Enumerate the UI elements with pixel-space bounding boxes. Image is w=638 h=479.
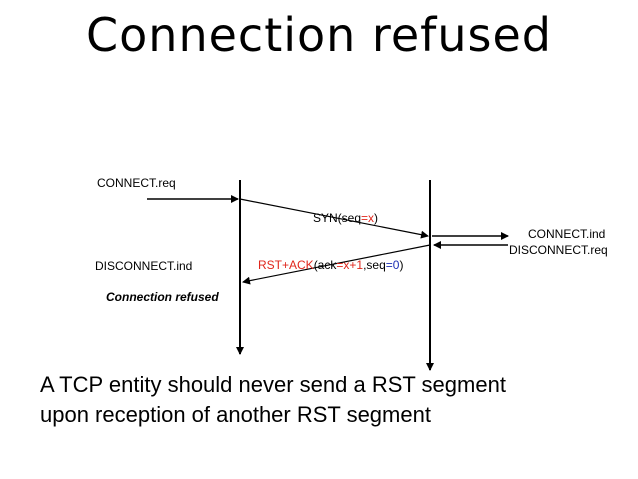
rst-flags: RST+ACK bbox=[258, 258, 314, 272]
rst-sep: ,seq bbox=[363, 258, 386, 272]
disconnect-req-label: DISCONNECT.req bbox=[509, 243, 608, 257]
footer-line-1: A TCP entity should never send a RST seg… bbox=[40, 372, 506, 397]
footer-line-2: upon reception of another RST segment bbox=[40, 402, 431, 427]
connect-ind-label: CONNECT.ind bbox=[528, 227, 606, 241]
rst-ack-value: x+1 bbox=[343, 258, 364, 272]
syn-message-arrow bbox=[239, 198, 429, 239]
rst-open: (ack bbox=[313, 258, 337, 272]
rst-message-label: RST+ACK(ack=x+1,seq=0) bbox=[258, 258, 403, 272]
connection-refused-note: Connection refused bbox=[106, 290, 219, 304]
rst-message-arrow bbox=[242, 244, 431, 285]
syn-message-label: SYN(seq=x) bbox=[313, 211, 378, 225]
connect-req-label: CONNECT.req bbox=[97, 176, 176, 190]
rst-close: ) bbox=[399, 258, 404, 272]
disconnect-ind-label: DISCONNECT.ind bbox=[95, 259, 193, 273]
syn-suffix: ) bbox=[374, 211, 379, 225]
syn-prefix: SYN(seq bbox=[313, 211, 362, 225]
syn-seq-value: x bbox=[368, 211, 375, 225]
rst-eq1: = bbox=[336, 258, 344, 272]
rst-eq2: = bbox=[385, 258, 393, 272]
footer-text: A TCP entity should never send a RST seg… bbox=[40, 370, 506, 430]
page-title: Connection refused bbox=[86, 8, 552, 62]
rst-seq-value: 0 bbox=[392, 258, 400, 272]
syn-equals: = bbox=[361, 211, 369, 225]
